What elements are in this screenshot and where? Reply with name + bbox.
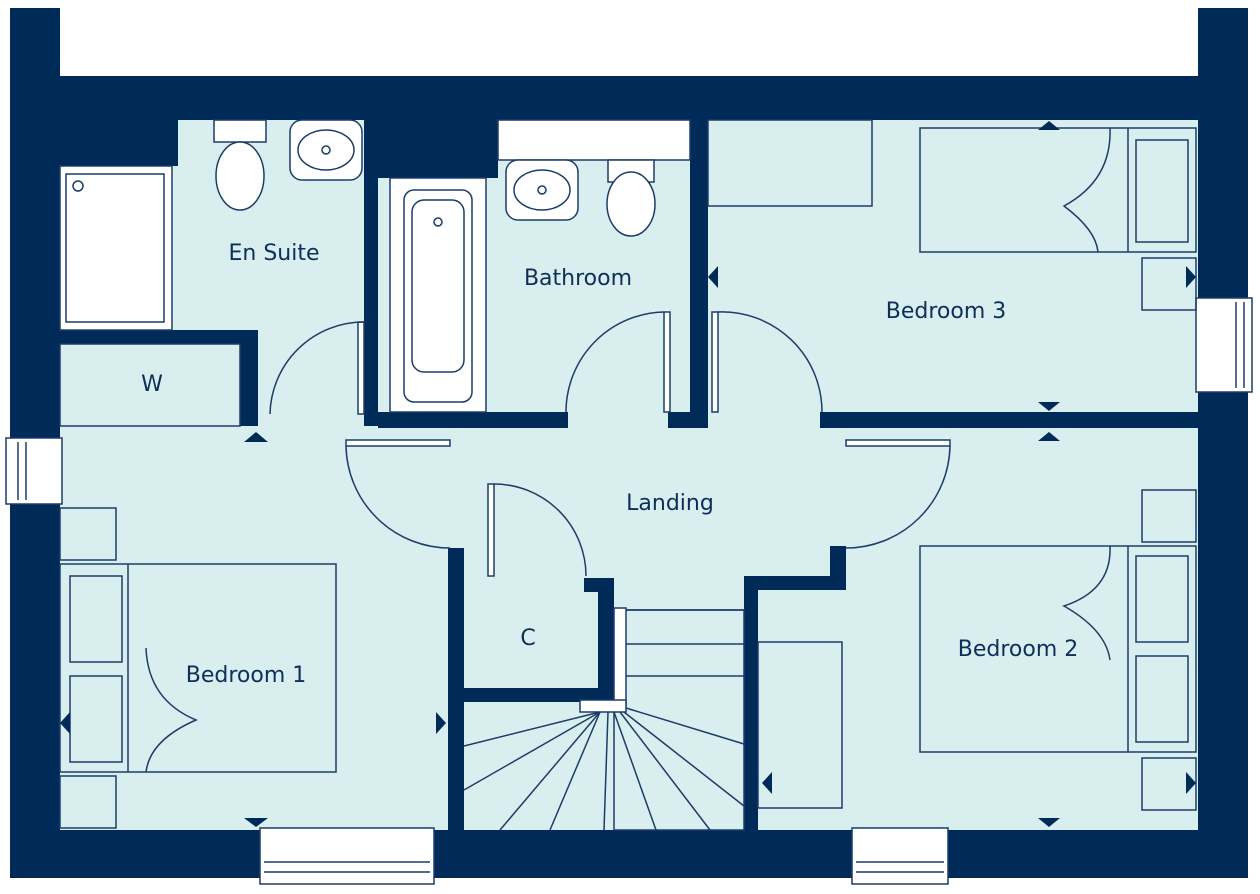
floor-area (58, 118, 1198, 830)
bedroom2-nightstand-top (1141, 489, 1197, 543)
bedroom3-wardrobe (707, 119, 873, 207)
bathroom-toilet-bowl (606, 171, 656, 237)
bathroom-counter (497, 119, 691, 161)
room-label-c: C (520, 626, 535, 651)
room-label-en-suite: En Suite (228, 241, 319, 266)
bedroom1-bed (59, 563, 337, 773)
room-label-w: W (141, 372, 163, 397)
bedroom2-nightstand-bottom (1141, 757, 1197, 811)
windows (5, 297, 1253, 885)
internal-walls (58, 118, 1198, 830)
ensuite-toilet-cistern (213, 119, 267, 143)
bedroom1-nightstand-top (59, 507, 117, 561)
bedroom2-bed (919, 545, 1197, 753)
room-label-landing: Landing (626, 491, 714, 516)
bedroom1-nightstand-bottom (59, 775, 117, 829)
fixtures (59, 119, 1197, 829)
staircase (463, 607, 745, 831)
room-label-bedroom-3: Bedroom 3 (886, 299, 1007, 324)
room-label-bedroom-2: Bedroom 2 (958, 637, 1079, 662)
room-label-bathroom: Bathroom (524, 266, 632, 291)
bedroom3-bed (919, 127, 1197, 253)
dimension-markers (60, 121, 1196, 827)
doors (269, 311, 951, 577)
wardrobe-w (59, 343, 241, 427)
bedroom3-nightstand (1141, 257, 1197, 311)
room-label-bedroom-1: Bedroom 1 (186, 663, 307, 688)
bedroom2-wardrobe (757, 641, 843, 809)
ensuite-toilet-bowl (215, 141, 265, 211)
